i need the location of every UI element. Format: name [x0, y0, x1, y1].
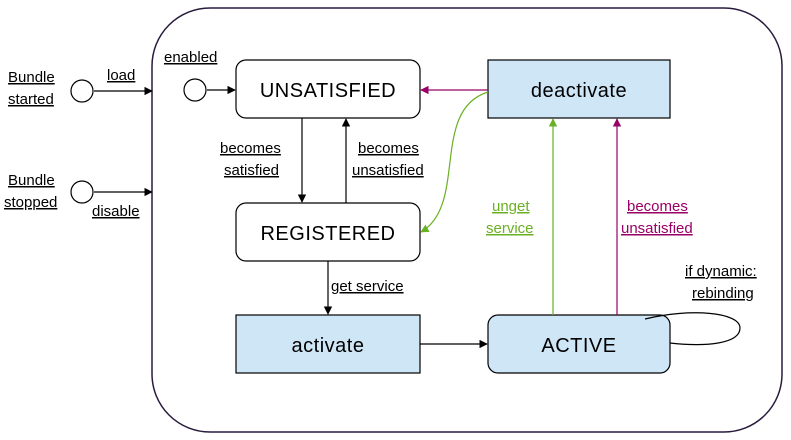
bundle-stopped-node: [70, 180, 94, 204]
load-label: load: [107, 67, 135, 84]
dynamic-rebinding-label: if dynamic: rebinding: [685, 263, 761, 302]
disable-label: disable: [92, 203, 140, 220]
enabled-label: enabled: [164, 49, 217, 66]
state-active: [487, 314, 671, 374]
bundle-started-node: [70, 79, 94, 103]
state-unsatisfied-label: UNSATISFIED: [260, 80, 396, 102]
becomes-unsatisfied-right-label: becomes unsatisfied: [621, 198, 693, 237]
unget-service-label: unget service: [486, 198, 534, 237]
becomes-satisfied-label: becomes satisfied: [220, 140, 285, 179]
enabled-node: [183, 78, 207, 102]
deactivate-to-registered-arrow: [420, 91, 489, 233]
state-registered-label: REGISTERED: [260, 223, 395, 245]
bundle-started-label: Bundle started: [8, 69, 59, 108]
becomes-unsatisfied-left-label: becomes unsatisfied: [352, 140, 424, 179]
state-deactivate-label: deactivate: [531, 80, 627, 102]
state-deactivate: [487, 59, 671, 119]
component-container: [151, 7, 783, 433]
dynamic-rebinding-loop: [644, 312, 741, 346]
state-active-label: ACTIVE: [541, 335, 616, 357]
get-service-label: get service: [331, 278, 404, 295]
bundle-stopped-label: Bundle stopped: [4, 172, 59, 211]
state-unsatisfied: [235, 59, 421, 119]
state-activate-label: activate: [292, 335, 365, 357]
